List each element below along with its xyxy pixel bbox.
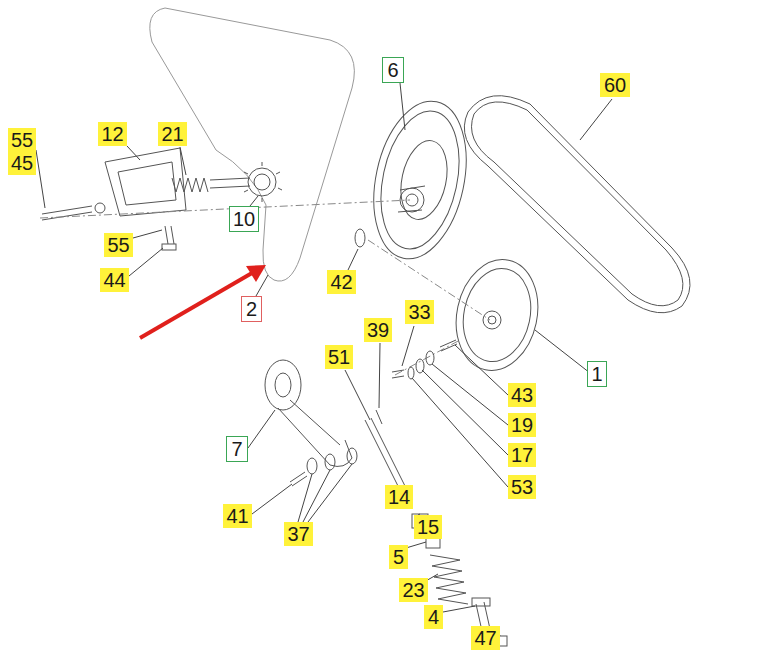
callout-number: 4 [424,605,443,629]
callout-number: 44 [100,268,129,292]
callout-number: 6 [382,57,404,83]
callout-number: 47 [471,626,500,650]
callout-number: 60 [600,73,630,97]
callout-number: 39 [364,318,392,342]
callout-number: 1 [587,361,607,387]
callout-number: 42 [327,270,356,294]
callout-number: 41 [223,504,252,528]
callout-number: 2 [241,296,262,322]
callout-number: 17 [508,443,536,467]
callout-number: 45 [8,151,36,175]
callout-number: 15 [414,515,442,539]
callout-number: 7 [226,436,248,462]
callout-number: 12 [98,122,127,146]
callout-number: 5 [389,545,408,569]
callout-number: 33 [405,300,434,324]
callout-number: 21 [158,122,187,146]
callout-number: 23 [399,578,428,602]
callout-number: 14 [385,485,413,509]
callout-number: 10 [229,206,259,232]
callout-number: 19 [508,413,536,437]
callout-number: 51 [325,345,353,369]
callout-number: 55 [8,128,36,152]
callout-number: 53 [508,475,536,499]
callout-number: 55 [104,233,133,257]
callout-number: 43 [508,383,536,407]
callout-number: 37 [284,522,313,546]
